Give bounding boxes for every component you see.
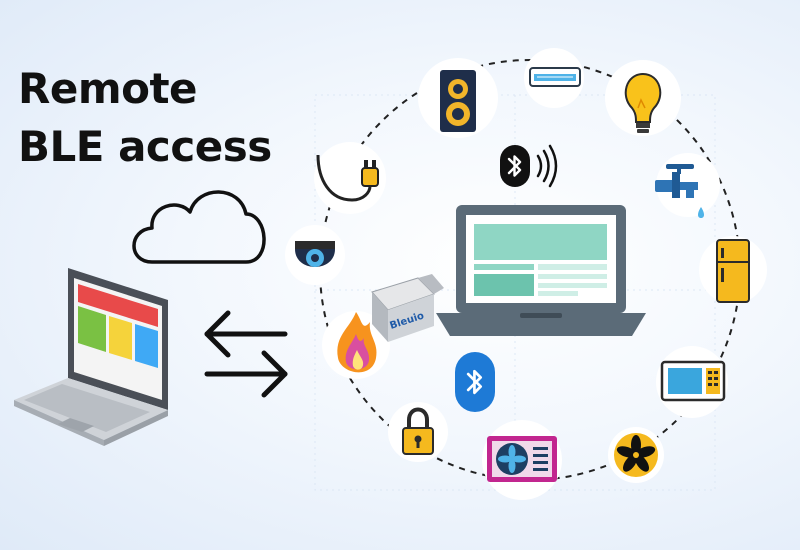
speaker-icon <box>440 70 476 132</box>
bleuio-dongle-icon: Bleuio <box>371 274 444 342</box>
security-camera-icon <box>295 241 335 267</box>
refrigerator-icon <box>716 239 750 303</box>
client-laptop-icon <box>14 268 168 446</box>
ceiling-fan-icon <box>614 433 658 477</box>
central-laptop-icon <box>436 205 646 336</box>
air-conditioner-icon <box>529 67 581 87</box>
power-plug-icon <box>316 154 379 202</box>
microwave-icon <box>660 360 726 402</box>
cloud-icon <box>132 190 266 264</box>
padlock-icon <box>402 407 434 455</box>
bluetooth-icon <box>455 352 495 412</box>
transfer-arrows-icon <box>204 310 288 398</box>
page-title: Remote BLE access <box>18 60 272 176</box>
bluetooth-signal-icon <box>500 144 558 188</box>
fire-icon <box>337 312 377 373</box>
water-tap-icon <box>655 164 704 218</box>
exhaust-fan-icon <box>487 436 557 482</box>
title-line-2: BLE access <box>18 122 272 171</box>
title-line-1: Remote <box>18 64 198 113</box>
light-bulb-icon <box>624 72 662 133</box>
